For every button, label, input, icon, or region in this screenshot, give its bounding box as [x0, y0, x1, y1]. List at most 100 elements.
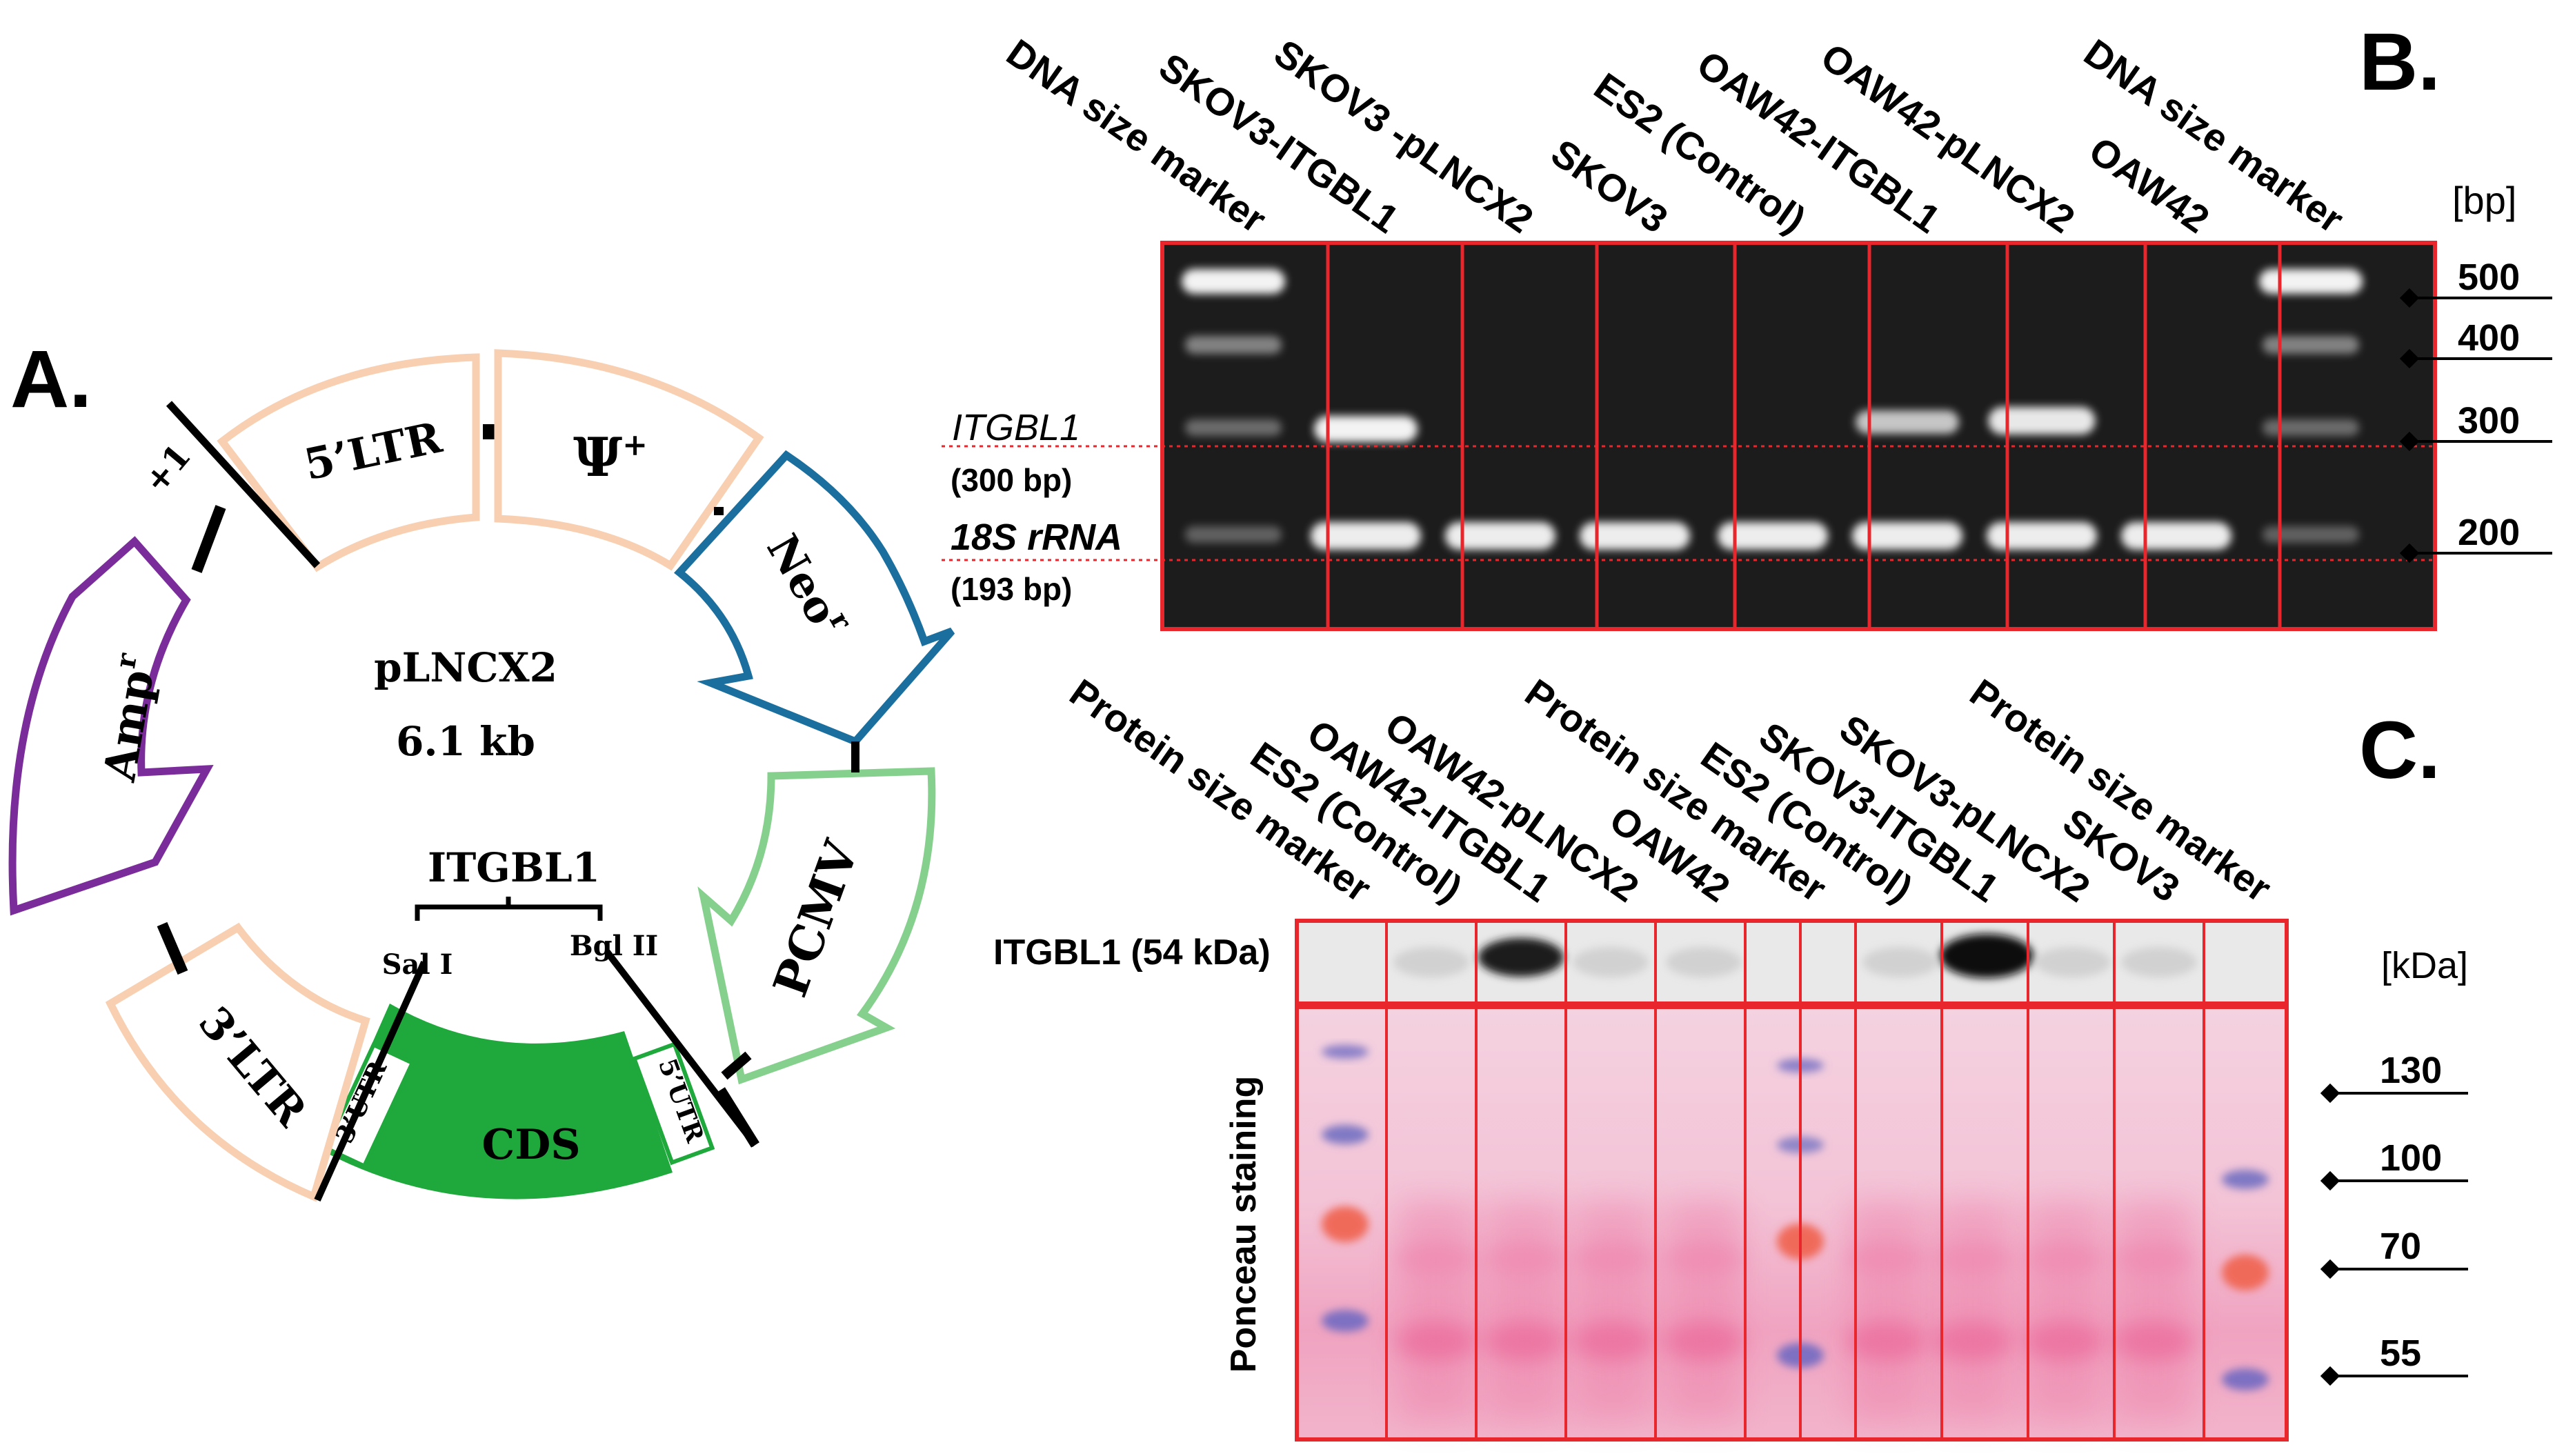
- gel-tick-label: 300: [2458, 400, 2520, 441]
- ponceau-band: [1933, 1322, 2013, 1361]
- western-background: [2121, 947, 2197, 977]
- ponceau-marker-band: [2222, 1255, 2269, 1290]
- gel-lane-label: OAW42-pLNCX2: [1813, 34, 2082, 241]
- ponceau-marker-band: [2222, 1368, 2269, 1390]
- gel-band: [1185, 526, 1282, 543]
- ponceau-marker-band: [1322, 1045, 1369, 1059]
- gel-tick-marker: [2399, 348, 2420, 369]
- ponceau-smear: [1398, 1200, 1474, 1421]
- gel-band: [1718, 522, 1828, 550]
- gel-band: [1182, 269, 1285, 294]
- band-label-itgbl1: ITGBL1: [952, 407, 1080, 448]
- western-bands: [1393, 934, 2197, 978]
- ponceau-smear: [1935, 1200, 2011, 1421]
- ponceau-marker-band: [1322, 1310, 1369, 1332]
- gel-tick-marker: [2399, 288, 2420, 308]
- plasmid-size: 6.1 kb: [396, 718, 535, 765]
- band-label-18s: 18S rRNA: [951, 517, 1122, 558]
- ponceau-band: [1847, 1244, 1927, 1274]
- gel-band: [1311, 522, 1421, 550]
- line-5ltr-amp: [191, 505, 226, 573]
- ponceau-smear: [1849, 1200, 1925, 1421]
- ponceau-smear: [1575, 1200, 1651, 1421]
- panel-b-label: B.: [2359, 17, 2440, 108]
- ponceau-marker-band: [2222, 1170, 2269, 1189]
- ponceau-band: [1484, 1244, 1564, 1274]
- gel-unit: [bp]: [2452, 179, 2516, 222]
- blot-tick-label: 70: [2380, 1226, 2421, 1267]
- panel-c-label: C.: [2359, 705, 2440, 796]
- ponceau-label: Ponceau staining: [1224, 1076, 1264, 1373]
- ponceau-band: [1484, 1322, 1564, 1361]
- ponceau-smear: [1487, 1200, 1562, 1421]
- gel-border: [1160, 241, 2437, 631]
- ponceau-smear: [1666, 1200, 1742, 1421]
- western-background: [1862, 947, 1938, 977]
- ponceau-band: [1847, 1322, 1927, 1361]
- ponceau-band: [2114, 1322, 2194, 1361]
- band-size-itgbl1: (300 bp): [951, 462, 1072, 498]
- line-start: [166, 401, 321, 568]
- label-cds: CDS: [481, 1121, 580, 1169]
- blot-tick-marker: [2320, 1366, 2340, 1386]
- ponceau-band: [1396, 1244, 1476, 1274]
- ponceau-band: [1396, 1322, 1476, 1361]
- gel-band: [2263, 336, 2359, 354]
- gel-bands: [1182, 269, 2363, 550]
- gel-band: [1580, 522, 1690, 550]
- segment-amp: [8, 536, 214, 916]
- gel-lane-dividers: [1326, 243, 2282, 629]
- western-label: ITGBL1 (54 kDa): [993, 933, 1271, 973]
- gel-band: [1445, 522, 1555, 550]
- panel-a: A. 5’LTR Ψ+ Neor PCMV CDS 5’UTR 3’UTR 3’…: [8, 334, 955, 1202]
- gel-tick-marker: [2399, 431, 2420, 452]
- ponceau-smear: [2116, 1200, 2191, 1421]
- ponceau-band: [2024, 1244, 2104, 1274]
- label-start: +1: [137, 437, 199, 501]
- panel-a-label: A.: [10, 334, 92, 425]
- gel-band: [2121, 522, 2231, 550]
- site-sal: Sal I: [382, 948, 453, 981]
- ponceau-band: [1573, 1244, 1653, 1274]
- gel-band: [1988, 407, 2096, 435]
- segment-cds: [324, 1004, 673, 1199]
- gel-band: [1314, 416, 1418, 442]
- blot-tick-marker: [2320, 1170, 2340, 1191]
- western-band: [1940, 934, 2034, 978]
- gel-band: [2259, 269, 2363, 294]
- gel-tick-marker: [2399, 543, 2420, 564]
- junction-mark: [483, 424, 495, 439]
- blot-tick-marker: [2320, 1083, 2340, 1104]
- western-background: [1573, 947, 1649, 977]
- blot-tick-label: 130: [2380, 1050, 2442, 1091]
- insert-bracket: [415, 897, 603, 921]
- ponceau-bands: [1322, 1045, 2269, 1421]
- western-border: [1295, 919, 2289, 1006]
- segment-5ltr: [217, 353, 480, 572]
- segment-psi: [494, 349, 764, 571]
- gel-tick-label: 200: [2458, 512, 2520, 553]
- blot-tick-label: 100: [2380, 1137, 2442, 1179]
- ponceau-border: [1295, 1005, 2289, 1442]
- label-psi: Ψ+: [573, 426, 648, 489]
- blot-tick-marker: [2320, 1259, 2340, 1279]
- gel-band: [1987, 522, 2097, 550]
- box-5utr: [631, 1041, 715, 1166]
- site-bgl: Bgl II: [570, 930, 658, 962]
- band-size-18s: (193 bp): [951, 571, 1072, 607]
- gel-band: [2263, 419, 2359, 436]
- gel-tick-label: 500: [2458, 257, 2520, 298]
- segment-pcmv: [697, 767, 936, 1085]
- insert-name: ITGBL1: [428, 844, 600, 891]
- segment-neo: [673, 450, 955, 746]
- ponceau-band: [1573, 1322, 1653, 1361]
- western-background: [1666, 947, 1742, 977]
- plasmid-name: pLNCX2: [374, 644, 557, 691]
- ponceau-band: [1933, 1244, 2013, 1274]
